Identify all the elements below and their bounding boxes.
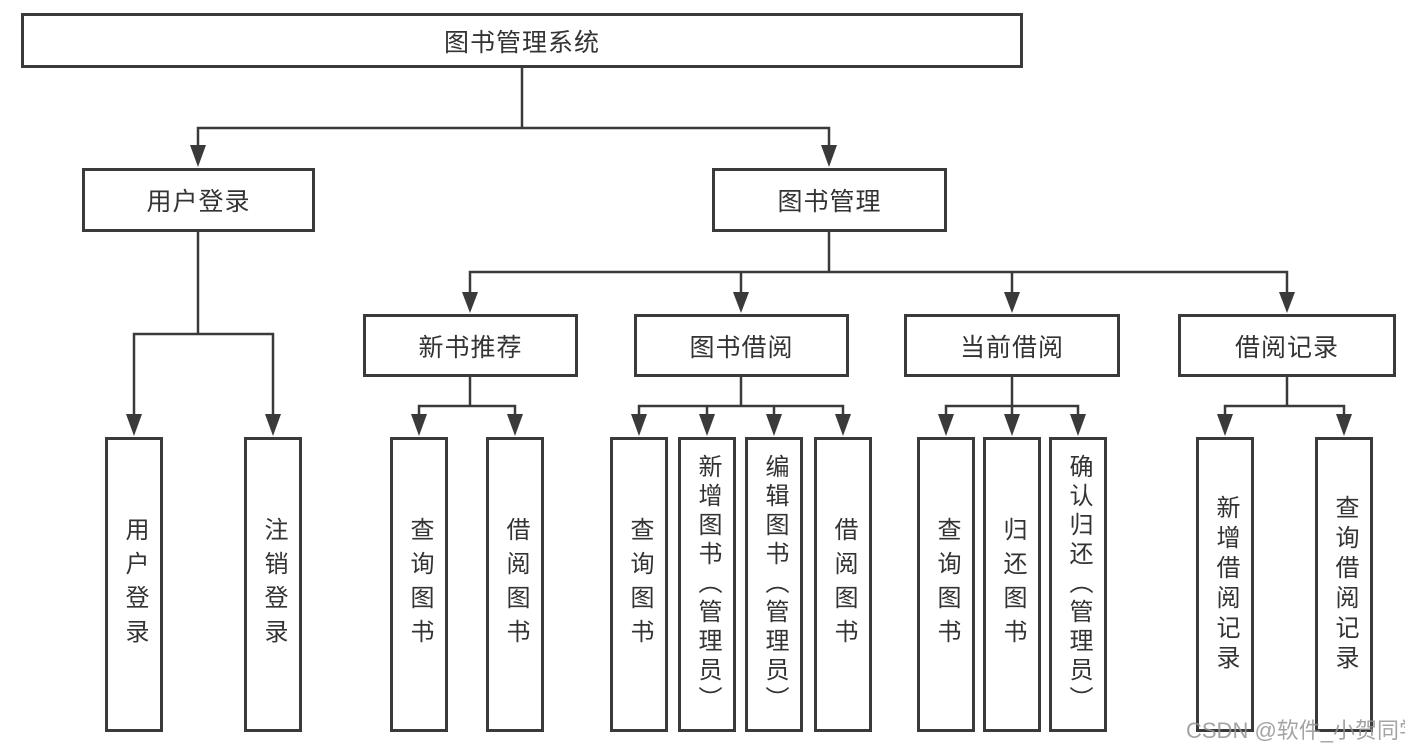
arrowhead	[699, 414, 715, 436]
node-user-login: 用户登录	[82, 168, 315, 232]
connector-book-mgmt-split	[462, 230, 1295, 313]
arrowhead	[821, 145, 837, 167]
leaf-borrow-books: 借阅图书	[814, 437, 872, 732]
node-label: 借阅图书	[830, 516, 857, 653]
arrowhead	[1217, 414, 1233, 436]
node-label: 归还图书	[999, 516, 1026, 653]
arrowhead	[507, 414, 523, 436]
leaf-edit-books-admin: 编辑图书（管理员）	[745, 437, 803, 732]
node-label: 新增借阅记录	[1212, 494, 1239, 675]
leaf-borrow-books-recommend: 借阅图书	[486, 437, 544, 732]
arrowhead	[766, 414, 782, 436]
csdn-watermark: CSDN @软件_小贺同学	[1186, 718, 1405, 743]
node-label: 查询图书	[626, 516, 653, 653]
leaf-logout: 注销登录	[244, 437, 302, 732]
node-label: 确认归还（管理员）	[1065, 454, 1092, 715]
arrowhead	[190, 145, 206, 167]
node-label: 编辑图书（管理员）	[761, 454, 788, 715]
leaf-query-books-recommend: 查询图书	[390, 437, 448, 732]
node-label: 用户登录	[121, 516, 148, 653]
connector-new-book-split	[411, 375, 523, 436]
node-label: 查询借阅记录	[1331, 494, 1358, 675]
arrowhead	[1004, 292, 1020, 313]
node-library-management-system: 图书管理系统	[21, 13, 1023, 68]
connector-borrow-record-split	[1217, 375, 1352, 436]
connector-book-borrow-split	[631, 375, 851, 436]
leaf-query-books-current: 查询图书	[917, 437, 975, 732]
arrowhead	[938, 414, 954, 436]
node-label: 借阅记录	[1234, 333, 1339, 362]
arrowhead	[126, 414, 142, 436]
leaf-query-books-borrow: 查询图书	[610, 437, 668, 732]
arrowhead	[1070, 414, 1086, 436]
arrowhead	[265, 414, 281, 436]
node-label: 新增图书（管理员）	[694, 454, 721, 715]
connector-root-to-level2	[190, 66, 837, 167]
node-book-borrow: 图书借阅	[634, 314, 849, 377]
leaf-add-books-admin: 新增图书（管理员）	[678, 437, 736, 732]
leaf-query-borrow-record: 查询借阅记录	[1315, 437, 1373, 732]
node-label: 图书借阅	[689, 333, 794, 362]
leaf-add-borrow-record: 新增借阅记录	[1196, 437, 1254, 732]
arrowhead	[1279, 292, 1295, 313]
leaf-return-books: 归还图书	[983, 437, 1041, 732]
arrowhead	[631, 414, 647, 436]
node-label: 用户登录	[146, 188, 251, 216]
node-borrow-record: 借阅记录	[1178, 314, 1396, 377]
arrowhead	[462, 292, 478, 313]
node-new-book-recommend: 新书推荐	[363, 314, 578, 377]
arrowhead	[1004, 414, 1020, 436]
arrowhead	[733, 292, 749, 313]
connector-current-borrow-split	[938, 375, 1086, 436]
connector-user-login-split	[126, 230, 281, 436]
node-label: 借阅图书	[502, 516, 529, 653]
node-label: 图书管理	[777, 188, 882, 216]
leaf-confirm-return-admin: 确认归还（管理员）	[1049, 437, 1107, 732]
arrowhead	[835, 414, 851, 436]
node-label: 图书管理系统	[443, 28, 600, 57]
leaf-user-login: 用户登录	[105, 437, 163, 732]
arrowhead	[411, 414, 427, 436]
node-label: 新书推荐	[418, 333, 523, 362]
node-label: 注销登录	[260, 516, 287, 653]
arrowhead	[1336, 414, 1352, 436]
node-label: 当前借阅	[959, 333, 1064, 362]
node-label: 查询图书	[406, 516, 433, 653]
node-label: 查询图书	[933, 516, 960, 653]
node-current-borrow: 当前借阅	[904, 314, 1120, 377]
node-book-management: 图书管理	[712, 168, 947, 232]
